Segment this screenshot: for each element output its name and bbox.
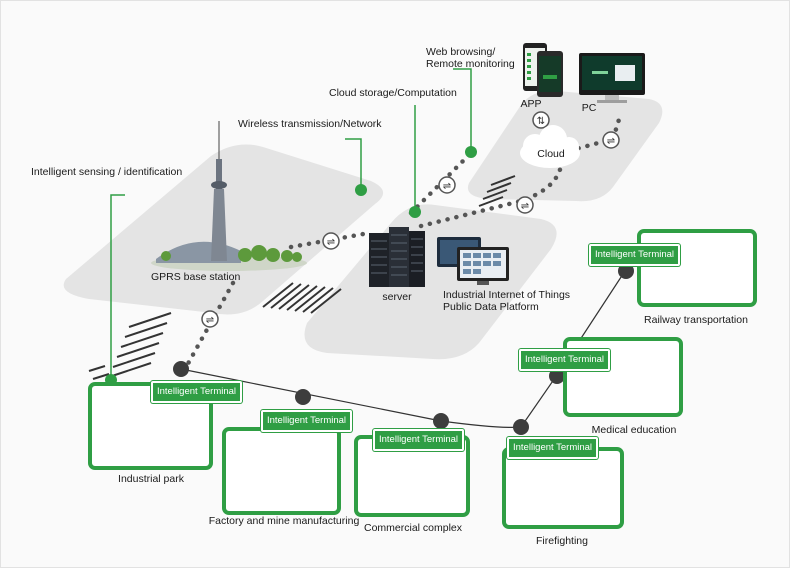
svg-text:⇌: ⇌ (443, 181, 451, 192)
cloud-icon (520, 125, 580, 168)
link-nodes (173, 263, 634, 435)
phone-icon (523, 43, 563, 97)
stripes-left (88, 312, 172, 380)
terminal-badge-medical: Intelligent Terminal (519, 349, 611, 371)
label-pc: PC (581, 102, 597, 114)
label-app: APP (520, 98, 542, 110)
scene-label-commercial: Commercial complex (363, 522, 463, 534)
label-cloud: Cloud (537, 148, 565, 160)
callout-dots (105, 146, 477, 386)
label-sensing: Intelligent sensing / identification (31, 166, 183, 178)
tv-tower-icon (151, 121, 307, 271)
scene-label-industrial: Industrial park (118, 473, 184, 485)
stripes-right (478, 175, 516, 207)
terminal-badge-factory: Intelligent Terminal (261, 410, 353, 432)
label-platform-line1: Industrial Internet of Things (443, 289, 571, 301)
svg-text:⇅: ⇅ (537, 116, 545, 127)
scene-label-medical: Medical education (591, 424, 677, 436)
scene-label-fire: Firefighting (536, 535, 588, 547)
label-wireless: Wireless transmission/Network (238, 118, 382, 130)
terminal-badge-commercial: Intelligent Terminal (373, 429, 465, 451)
exchange-icon: ⇌ ⇌ ⇌ ⇌ ⇌ ⇅ (201, 111, 620, 328)
label-web-line2: Remote monitoring (426, 58, 515, 70)
pc-monitor-icon (579, 53, 645, 103)
terminal-badge-railway: Intelligent Terminal (589, 244, 681, 266)
photo-frame-fire (502, 447, 624, 529)
svg-text:⇌: ⇌ (607, 136, 615, 147)
photo-frame-railway (637, 229, 757, 307)
server-rack-icon (369, 227, 425, 287)
label-server: server (382, 291, 412, 303)
callout-lines (110, 68, 472, 379)
label-cloud-storage: Cloud storage/Computation (329, 87, 457, 99)
platform-server (304, 204, 557, 360)
label-web-line1: Web browsing/ (426, 46, 496, 58)
terminal-badge-fire: Intelligent Terminal (507, 437, 599, 459)
label-gprs: GPRS base station (151, 271, 241, 283)
photo-frame-factory (222, 427, 341, 515)
terminal-badge-industrial: Intelligent Terminal (151, 381, 243, 403)
label-platform-line2: Public Data Platform (443, 301, 539, 313)
stripes-mid (262, 282, 342, 314)
scene-label-railway: Railway transportation (644, 314, 748, 326)
monitor-icon (437, 237, 509, 285)
scene-label-factory: Factory and mine manufacturing (208, 515, 360, 527)
svg-text:⇌: ⇌ (521, 201, 529, 212)
svg-text:⇌: ⇌ (327, 237, 335, 248)
svg-text:⇌: ⇌ (206, 315, 214, 326)
